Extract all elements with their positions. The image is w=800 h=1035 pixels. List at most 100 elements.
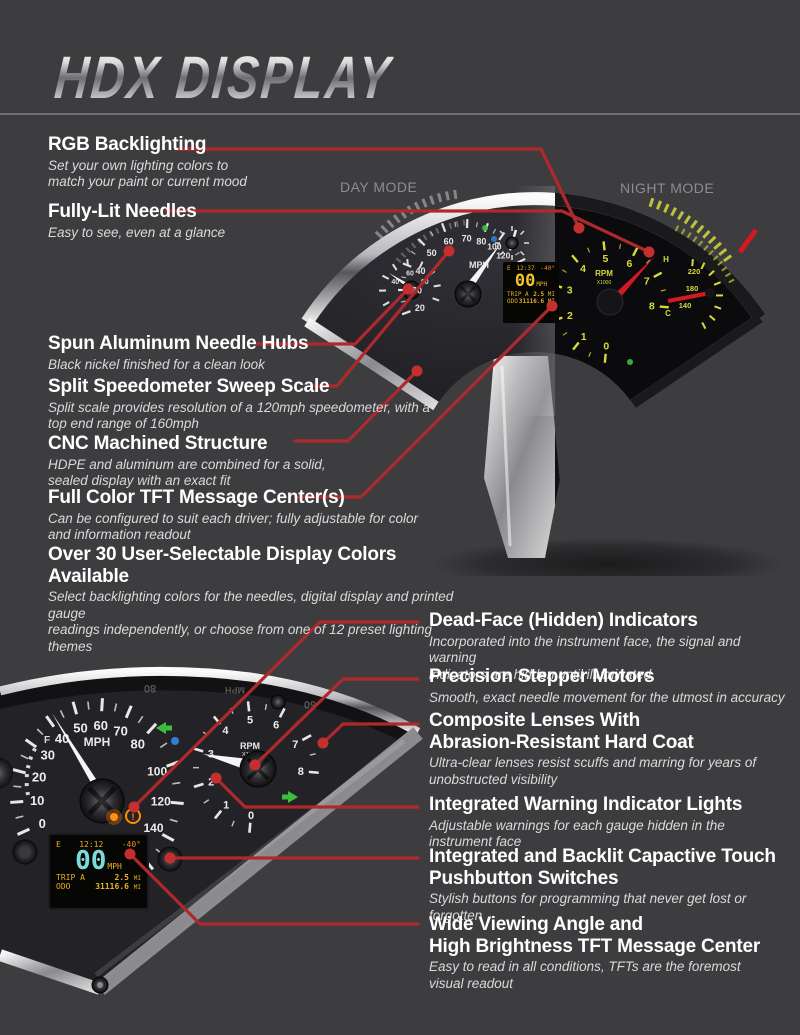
tft-time: 12:12 [79, 840, 104, 849]
gauge-number: 5 [603, 253, 609, 265]
gauge-number: 6 [626, 258, 632, 270]
gauge-tick [700, 262, 706, 270]
night-aux-needle [737, 228, 759, 254]
pushbutton-right-center [165, 854, 175, 864]
temp-gauge-needle [667, 288, 715, 303]
gauge-number: 70 [462, 233, 472, 243]
gauge-number: 40 [415, 266, 425, 276]
feature-desc: Adjustable warnings for each gauge hidde… [429, 817, 725, 850]
feature-title: Full Color TFT Message Center(s) [48, 487, 345, 508]
gauge-number: 7 [292, 739, 298, 751]
gauge-number: 140 [679, 301, 692, 310]
gauge-tick [36, 728, 44, 736]
tft-trip-unit: MI [547, 291, 555, 298]
gauge-tick [588, 351, 592, 357]
feature-stepper-motors: Precision Stepper Motors Smooth, exact n… [429, 666, 789, 706]
gauge-number: 120 [151, 794, 171, 808]
warning-light-icon [110, 813, 118, 821]
top-screw [270, 694, 286, 710]
gauge-tick [59, 710, 65, 718]
gauge-number: 30 [412, 285, 422, 295]
feature-title: Precision Stepper Motors [429, 666, 655, 687]
gauge-tick [708, 270, 715, 277]
fuel-gauge-hub [0, 757, 13, 789]
feature-desc: Easy to see, even at a glance [48, 224, 226, 240]
feature-fully-lit-needles: Fully-Lit Needles Easy to see, even at a… [48, 201, 348, 241]
gauge-number: 4 [580, 263, 586, 275]
tft-trip-label: TRIP A [56, 873, 85, 882]
gauge-number: 1 [581, 331, 587, 343]
feature-title: Composite Lenses With Abrasion-Resistant… [429, 710, 694, 753]
tft-odo-value: 31116.6 [518, 298, 545, 305]
tft-odo-row: ODO 31116.6 MI [56, 882, 141, 891]
tft-time: 12:37 [516, 265, 535, 272]
tft-trip-value: 2.5 [114, 873, 129, 882]
feature-display-colors: Over 30 User-Selectable Display Colors A… [48, 544, 468, 655]
tach-sub-label: X1000 [597, 280, 612, 286]
corner-screw-center [97, 982, 103, 988]
fuel-gauge-arc [24, 745, 38, 796]
gauge-number: 2 [208, 776, 214, 788]
gauge-tick [13, 785, 22, 788]
tft-odo-label: ODO [507, 298, 518, 305]
feature-title: Dead-Face (Hidden) Indicators [429, 610, 698, 631]
gauge-number: 2 [567, 310, 573, 322]
feature-desc: Set your own lighting colors to match yo… [48, 157, 247, 190]
feature-title: CNC Machined Structure [48, 433, 268, 454]
fuel-f-label: F [44, 735, 50, 746]
gauge-number: 120 [496, 250, 510, 260]
feature-title: RGB Backlighting [48, 134, 207, 155]
gauge-number: 30 [40, 748, 54, 763]
speedo-unit-label: MPH [84, 735, 111, 749]
gauge-tick [572, 341, 580, 351]
pushbutton-left-center [20, 847, 30, 857]
gauge-tick [714, 305, 722, 310]
gauge-number: 70 [113, 723, 127, 738]
tft-status-row: E 12:12 -40° [56, 840, 141, 849]
cluster-shadow [433, 538, 783, 576]
feature-title: Split Speedometer Sweep Scale [48, 376, 330, 397]
tft-odo-label: ODO [56, 882, 71, 891]
gauge-tick [571, 254, 579, 263]
feature-composite-lenses: Composite Lenses With Abrasion-Resistant… [429, 710, 789, 788]
gauge-tick [15, 815, 24, 819]
brake-warning-exclamation: ! [132, 812, 135, 822]
tft-fuel: E [56, 840, 61, 849]
tft-odo-row: ODO 31116.6 MI [507, 298, 555, 305]
tft-trip-value: 2.5 [533, 291, 545, 298]
gauge-number: 3 [567, 284, 573, 296]
gauge-number: 80 [131, 736, 145, 751]
gauge-number: 8 [649, 301, 655, 313]
gauge-number: 140 [143, 821, 163, 835]
tft-temp: -40° [540, 265, 555, 272]
speedo-unit-label: MPH [469, 260, 489, 270]
tft-trip-unit: MI [133, 875, 141, 882]
feature-split-speedometer: Split Speedometer Sweep Scale Split scal… [48, 376, 448, 433]
feature-tft-message-center: Full Color TFT Message Center(s) Can be … [48, 487, 428, 544]
gauge-number: 5 [247, 714, 253, 726]
gauge-tick [20, 754, 29, 760]
tft-odo-unit: MI [547, 298, 555, 305]
tach-label: RPM [595, 269, 613, 278]
gauge-tick [454, 221, 457, 227]
tft-speed-value: 00 [75, 846, 107, 876]
gauge-number: 60 [94, 718, 108, 733]
gauge-tick [12, 768, 26, 775]
tachometer-night-needle: RPM X1000 [595, 256, 655, 316]
gauge-number: C [665, 309, 671, 318]
tft-status-row: E 12:37 -40° [507, 265, 555, 272]
gauge-tick [45, 715, 56, 728]
gauge-tick [603, 353, 607, 363]
gauge-tick [645, 259, 651, 264]
gauge-tick [87, 701, 90, 710]
closeup-reflection-band [0, 673, 416, 743]
tft-fuel: E [507, 265, 511, 272]
feature-title: Spun Aluminum Needle Hubs [48, 333, 309, 354]
gauge-number: 7 [644, 276, 650, 288]
day-mode-label: DAY MODE [340, 179, 418, 195]
gauge-number: 60 [406, 271, 414, 278]
feature-title: Fully-Lit Needles [48, 201, 197, 222]
feature-title: Wide Viewing Angle and High Brightness T… [429, 914, 761, 957]
